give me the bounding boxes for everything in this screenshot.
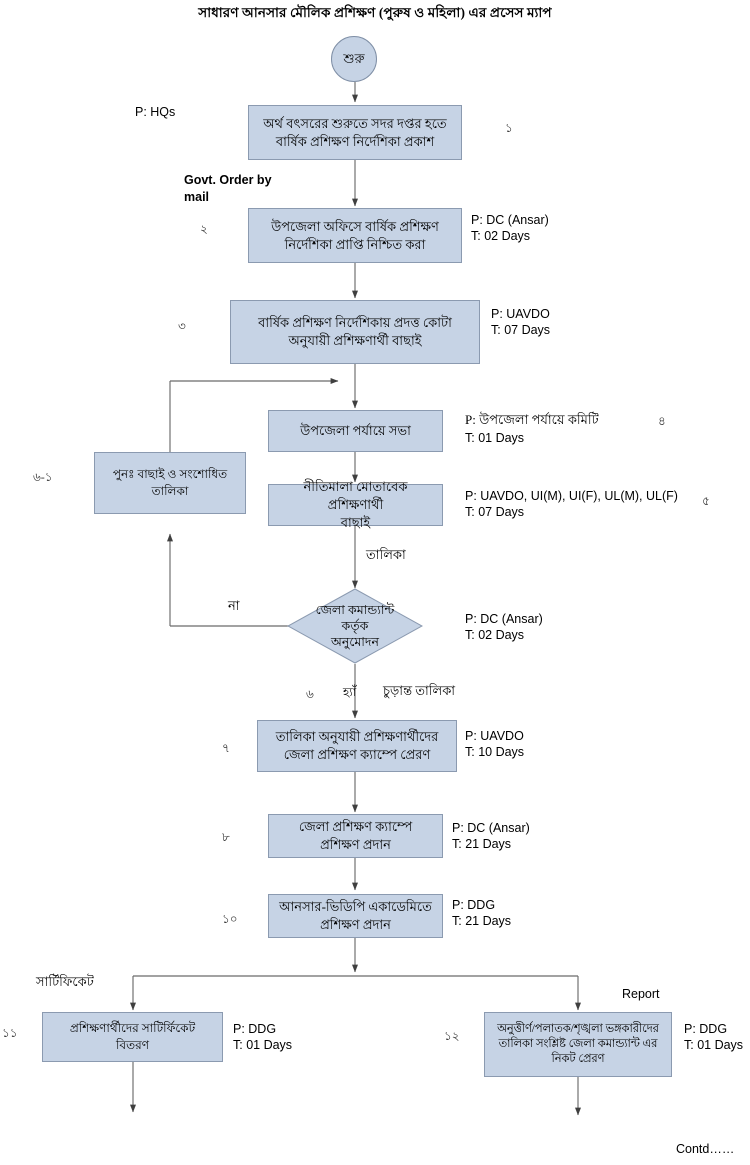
annotation-4-performer: P: উপজেলা পর্যায়ে কমিটি xyxy=(465,412,599,427)
node-training-at-district-camp[interactable]: জেলা প্রশিক্ষণ ক্যাম্পে প্রশিক্ষণ প্রদান xyxy=(268,814,443,858)
node-commandant-approval-decision[interactable]: জেলা কমান্ড্যান্ট কর্তৃক অনুমোদন xyxy=(287,588,423,664)
annotation-11-time: T: 01 Days xyxy=(233,1038,293,1052)
step-number-6: ৬ xyxy=(306,687,314,701)
edge-label-yes: হ্যাঁ xyxy=(343,685,357,699)
node-upazila-level-meeting[interactable]: উপজেলা পর্যায়ে সভা xyxy=(268,410,443,452)
step-number-7: ৭ xyxy=(222,741,230,755)
node-send-trainees-to-district-camp[interactable]: তালিকা অনুযায়ী প্রশিক্ষণার্থীদের জেলা প… xyxy=(257,720,457,772)
edge-label-govt-order: Govt. Order by mail xyxy=(184,173,272,204)
step-number-1: ১ xyxy=(505,121,513,135)
node-start[interactable]: শুরু xyxy=(331,36,377,82)
step-number-12: ১২ xyxy=(444,1029,460,1043)
step-number-6-1: ৬-১ xyxy=(33,470,53,484)
node-publish-training-guideline[interactable]: অর্থ বৎসরের শুরুতে সদর দপ্তর হতে বার্ষিক… xyxy=(248,105,462,160)
annotation-8-time: T: 21 Days xyxy=(452,837,512,851)
annotation-2-time: T: 02 Days xyxy=(471,229,531,243)
annotation-4-time: T: 01 Days xyxy=(465,431,525,445)
step-number-2: ২ xyxy=(200,222,208,236)
annotation-3-time: T: 07 Days xyxy=(491,323,551,337)
annotation-3-performer: P: UAVDO xyxy=(491,307,550,321)
annotation-8-performer: P: DC (Ansar) xyxy=(452,821,530,835)
step-number-5: ৫ xyxy=(702,494,710,508)
node-distribute-certificates[interactable]: প্রশিক্ষণার্থীদের সাটির্ফিকেট বিতরণ xyxy=(42,1012,223,1062)
step-number-4: ৪ xyxy=(658,414,666,428)
edge-label-report: Report xyxy=(622,987,660,1001)
node-confirm-guideline-receipt[interactable]: উপজেলা অফিসে বার্ষিক প্রশিক্ষণ নির্দেশিক… xyxy=(248,208,462,263)
node-training-at-ansar-vdp-academy[interactable]: আনসার-ভিডিপি একাডেমিতে প্রশিক্ষণ প্রদান xyxy=(268,894,443,938)
annotation-11-performer: P: DDG xyxy=(233,1022,277,1036)
edge-label-no: না xyxy=(228,598,240,613)
annotation-12-performer: P: DDG xyxy=(684,1022,728,1036)
step-number-11: ১১ xyxy=(2,1026,18,1040)
annotation-1-performer: P: HQs xyxy=(135,105,176,119)
node-select-trainees-by-policy[interactable]: নীতিমালা মোতাবেক প্রশিক্ষণার্থী বাছাই xyxy=(268,479,443,530)
annotation-5-time: T: 07 Days xyxy=(465,505,525,519)
edge-label-talika: তালিকা xyxy=(366,547,406,562)
step-number-8: ৮ xyxy=(222,830,230,844)
annotation-6-time: T: 02 Days xyxy=(465,628,525,642)
annotation-2-performer: P: DC (Ansar) xyxy=(471,213,549,227)
annotation-10-performer: P: DDG xyxy=(452,898,496,912)
node-reselection-revised-list[interactable]: পুনঃ বাছাই ও সংশোধিত তালিকা xyxy=(94,452,246,514)
annotation-7-time: T: 10 Days xyxy=(465,745,525,759)
node-select-trainees-by-quota[interactable]: বার্ষিক প্রশিক্ষণ নির্দেশিকায় প্রদত্ত ক… xyxy=(230,300,480,364)
annotation-10-time: T: 21 Days xyxy=(452,914,512,928)
step-number-3: ৩ xyxy=(178,319,186,333)
annotation-6-performer: P: DC (Ansar) xyxy=(465,612,543,626)
diamond-shape xyxy=(287,588,423,664)
annotation-12-time: T: 01 Days xyxy=(684,1038,744,1052)
edge-label-final-list: চুড়ান্ত তালিকা xyxy=(383,683,456,698)
footer-continued-note: Contd…… xyxy=(676,1142,735,1156)
step-number-10: ১০ xyxy=(222,912,238,926)
node-send-failure-list-to-commandant[interactable]: অনুত্তীর্ণ/পলাতক/শৃঙ্খলা ভঙ্গকারীদের তাল… xyxy=(484,1012,672,1077)
annotation-5-performer: P: UAVDO, UI(M), UI(F), UL(M), UL(F) xyxy=(465,489,678,503)
annotation-7-performer: P: UAVDO xyxy=(465,729,524,743)
node-start-label: শুরু xyxy=(343,51,365,67)
page-title: সাধারণ আনসার মৌলিক প্রশিক্ষণ (পুরুষ ও মহ… xyxy=(198,5,552,20)
edge-label-certificate: সার্টিফিকেট xyxy=(36,974,94,989)
